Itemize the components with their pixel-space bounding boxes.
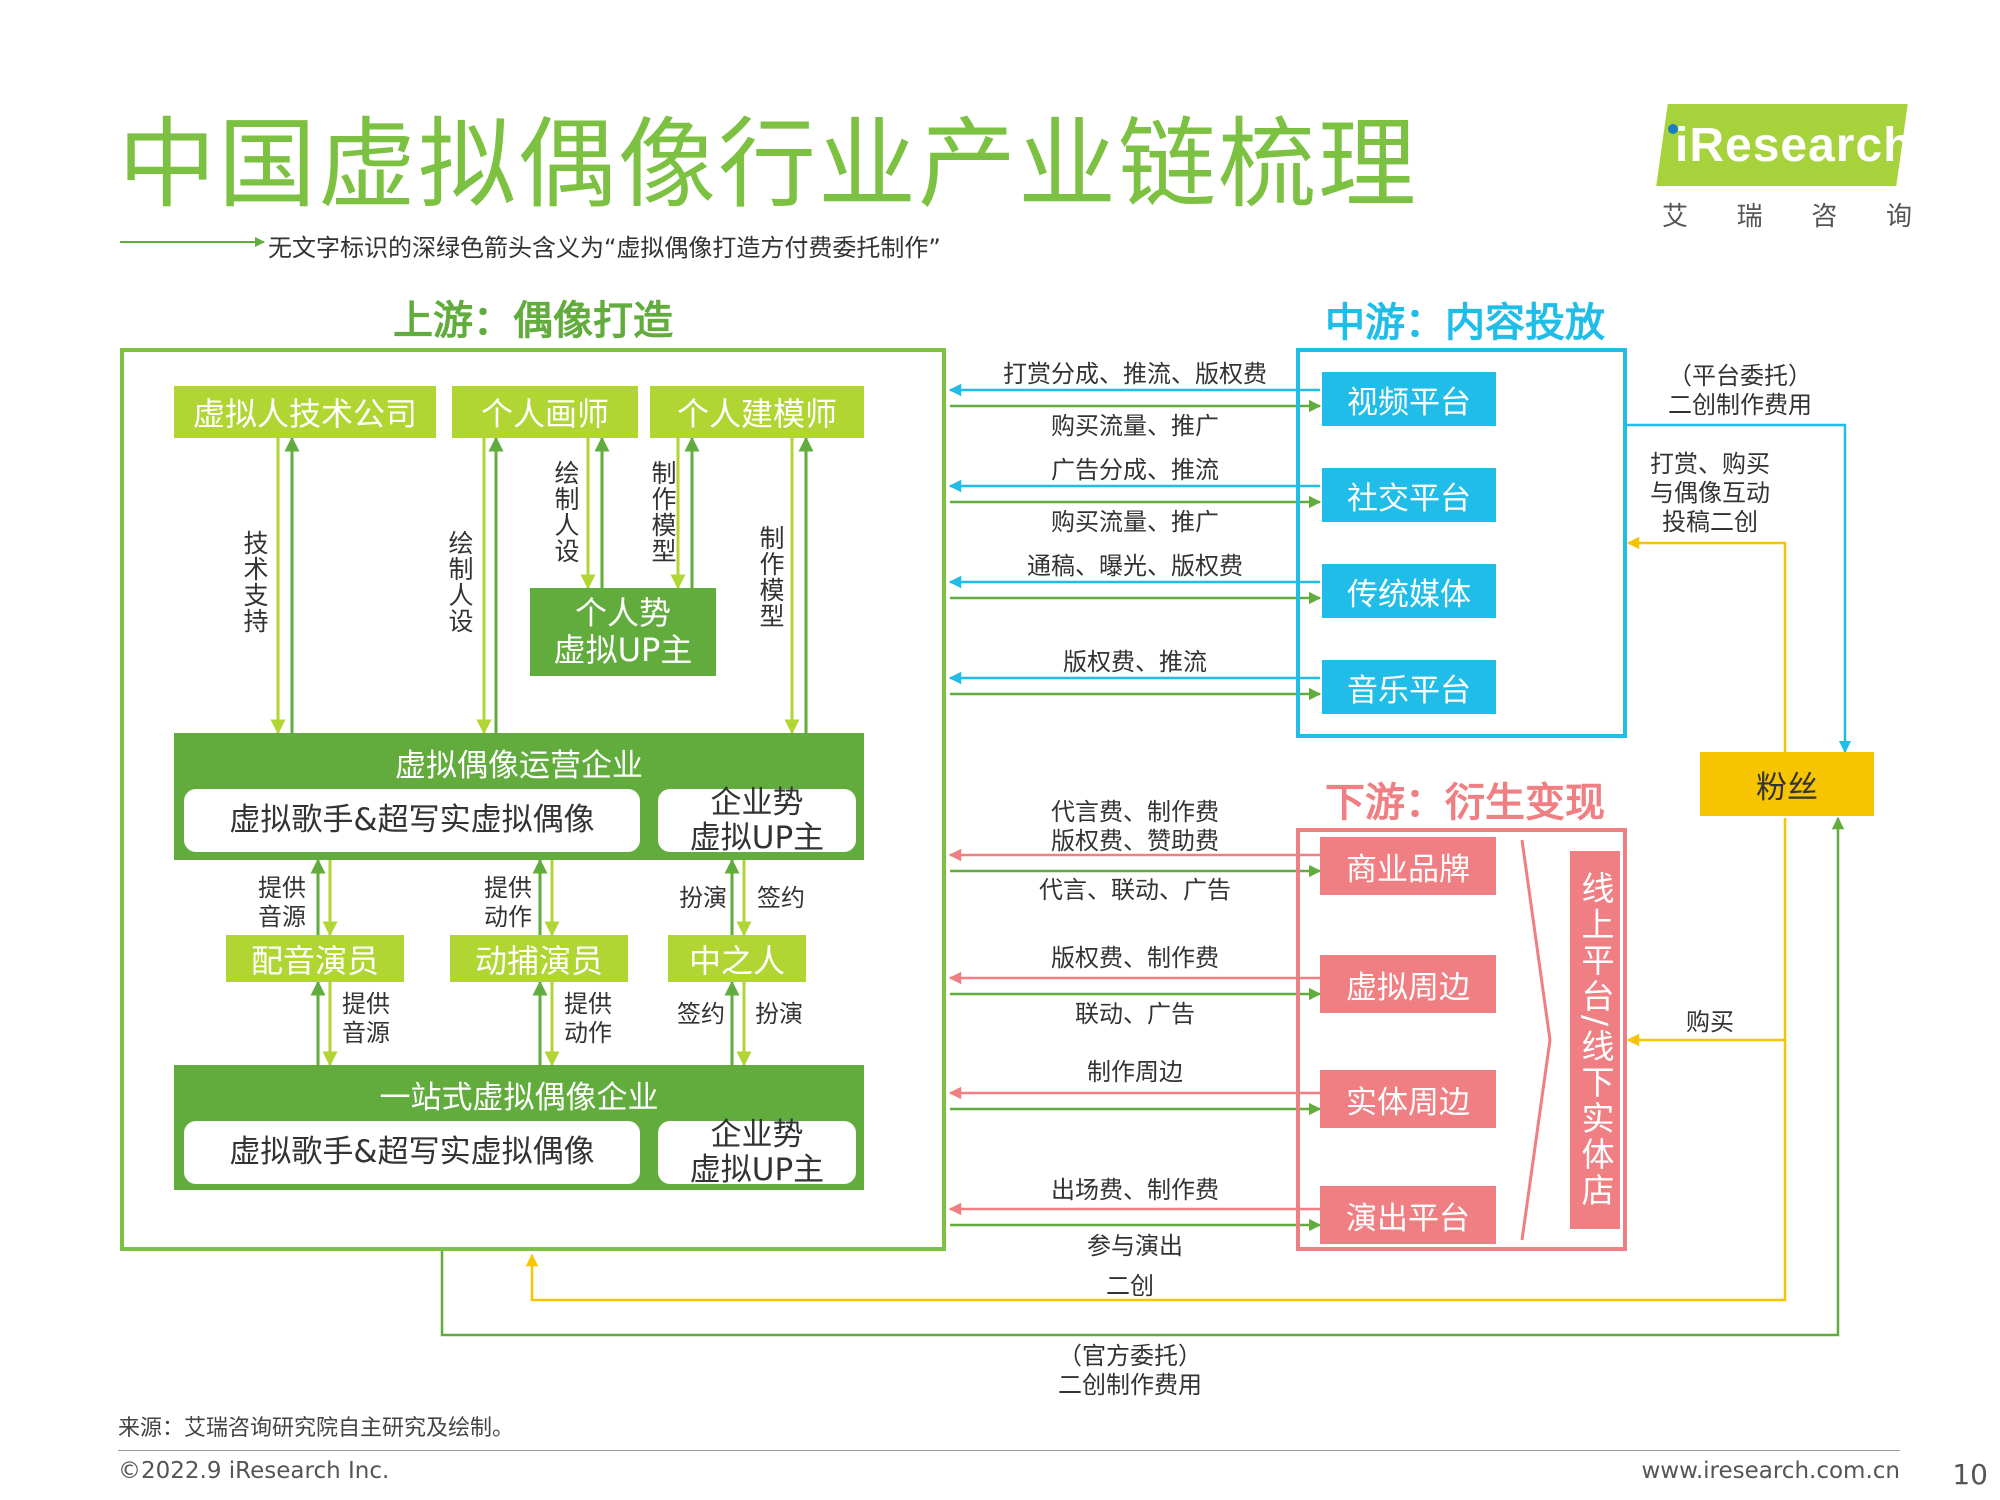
tech-company-box: 虚拟人技术公司	[174, 386, 436, 438]
onestop-enterprise-title: 一站式虚拟偶像企业	[379, 1079, 659, 1116]
individual-up-line2: 虚拟UP主	[553, 631, 693, 669]
official-commission-label: （官方委托）二创制作费用	[1058, 1342, 1202, 1399]
sign-label: 签约	[677, 1000, 725, 1028]
individual-up-box: 个人势 虚拟UP主	[530, 588, 716, 676]
mid-flow-label: 广告分成、推流	[1051, 456, 1219, 484]
fans-box: 粉丝	[1700, 752, 1874, 816]
corp-up-line1: 企业势	[710, 785, 804, 822]
corp-up-line2: 虚拟UP主	[689, 819, 825, 856]
logo-chinese: 艾 瑞 咨 询	[1662, 196, 1912, 233]
logo-char: 艾	[1662, 202, 1689, 232]
copyright: ©2022.9 iResearch Inc.	[118, 1458, 390, 1484]
down-flow-label: 代言费、制作费版权费、赞助费	[1051, 798, 1219, 855]
mid-flow-label: 通稿、曝光、版权费	[1027, 552, 1243, 580]
logo-brand: iResearch	[1675, 119, 1914, 172]
virtual-merch-box: 虚拟周边	[1320, 955, 1496, 1013]
mid-flow-label: 版权费、推流	[1063, 648, 1207, 676]
page-title: 中国虚拟偶像行业产业链梳理	[118, 108, 1419, 222]
online-offline-box: 线上平台/线下实体店	[1570, 851, 1620, 1229]
physical-merch-box: 实体周边	[1320, 1070, 1496, 1128]
social-platform-box: 社交平台	[1322, 468, 1496, 522]
logo-char: 询	[1885, 202, 1912, 232]
down-flow-label: 代言、联动、广告	[1039, 876, 1231, 904]
down-flow-label: 出场费、制作费	[1051, 1176, 1219, 1204]
operator-corp-up-box: 企业势 虚拟UP主	[658, 785, 856, 856]
music-platform-box: 音乐平台	[1322, 660, 1496, 714]
down-flow-label: 版权费、制作费	[1051, 944, 1219, 972]
tech-support-label: 技术支持	[240, 530, 269, 634]
logo-dot-icon	[1668, 124, 1678, 134]
downstream-title: 下游：衍生变现	[1325, 780, 1605, 826]
modeler-box: 个人建模师	[650, 386, 864, 438]
downstream-frame	[1296, 828, 1627, 1251]
source-note: 来源：艾瑞咨询研究院自主研究及绘制。	[118, 1416, 515, 1441]
operator-enterprise-title: 虚拟偶像运营企业	[395, 747, 643, 784]
draw-persona-label: 绘制人设	[551, 460, 580, 564]
page-number: 10	[1952, 1458, 1988, 1491]
midstream-title: 中游：内容投放	[1325, 300, 1605, 346]
footer-divider	[118, 1450, 1900, 1451]
upstream-title: 上游：偶像打造	[393, 298, 673, 344]
performance-box: 演出平台	[1320, 1186, 1496, 1244]
corp-up-line2: 虚拟UP主	[689, 1151, 825, 1188]
fan-creation-label: 二创	[1106, 1272, 1154, 1300]
individual-up-line1: 个人势	[574, 594, 671, 633]
mid-flow-label: 购买流量、推广	[1051, 508, 1219, 536]
mid-flow-label: 打赏分成、推流、版权费	[1003, 360, 1267, 388]
corp-up-line1: 企业势	[710, 1117, 804, 1154]
brand-box: 商业品牌	[1320, 837, 1496, 895]
voice-actor-box: 配音演员	[226, 935, 404, 982]
down-flow-label: 制作周边	[1087, 1058, 1183, 1086]
act-label: 扮演	[755, 1000, 803, 1028]
platform-commission-label: （平台委托）二创制作费用	[1668, 362, 1812, 419]
draw-persona-label: 绘制人设	[445, 530, 474, 634]
buy-label: 购买	[1686, 1008, 1734, 1036]
upstream-frame	[120, 348, 946, 1251]
logo-char: 瑞	[1736, 202, 1763, 232]
logo-char: 咨	[1811, 202, 1838, 232]
mid-flow-label: 购买流量、推广	[1051, 412, 1219, 440]
fan-interaction-label: 打赏、购买与偶像互动投稿二创	[1650, 450, 1770, 536]
sign-label: 签约	[757, 884, 805, 912]
provide-audio-label: 提供音源	[258, 874, 306, 931]
provide-audio-label: 提供音源	[342, 990, 390, 1047]
act-label: 扮演	[679, 884, 727, 912]
make-model-label: 制作模型	[648, 460, 677, 564]
operator-singers-box: 虚拟歌手&超写实虚拟偶像	[184, 789, 640, 852]
down-flow-label: 联动、广告	[1075, 1000, 1195, 1028]
onestop-corp-up-box: 企业势 虚拟UP主	[658, 1117, 856, 1188]
make-model-label: 制作模型	[756, 525, 785, 629]
midstream-frame	[1296, 348, 1627, 738]
video-platform-box: 视频平台	[1322, 372, 1496, 426]
website-link[interactable]: www.iresearch.com.cn	[1641, 1458, 1901, 1484]
nakanohito-box: 中之人	[668, 935, 806, 982]
provide-motion-label: 提供动作	[484, 874, 532, 931]
onestop-singers-box: 虚拟歌手&超写实虚拟偶像	[184, 1121, 640, 1184]
mocap-actor-box: 动捕演员	[450, 935, 628, 982]
provide-motion-label: 提供动作	[564, 990, 612, 1047]
illustrator-box: 个人画师	[452, 386, 638, 438]
down-flow-label: 参与演出	[1087, 1232, 1183, 1260]
traditional-media-box: 传统媒体	[1322, 564, 1496, 618]
legend-note: 无文字标识的深绿色箭头含义为“虚拟偶像打造方付费委托制作”	[268, 234, 941, 262]
